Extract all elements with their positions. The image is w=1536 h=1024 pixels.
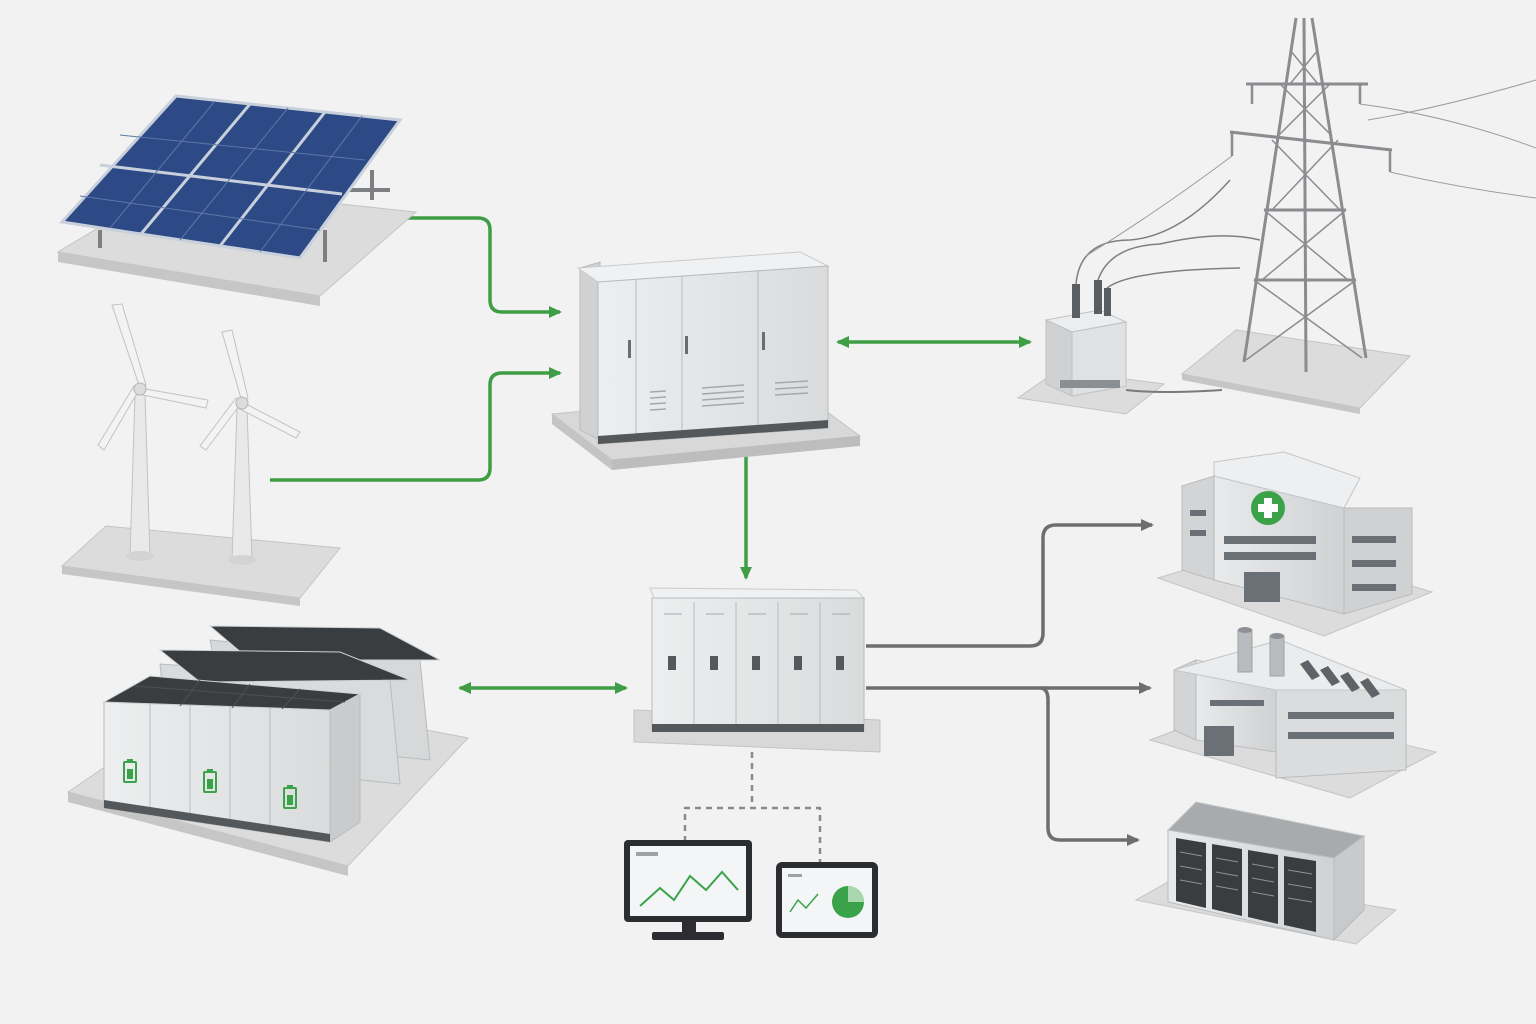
- monitoring-displays: [624, 840, 878, 940]
- wind-turbine-icon: [97, 303, 209, 561]
- transformer-icon: [1044, 179, 1261, 397]
- hospital-building: [1156, 451, 1434, 637]
- monitor-chart-icon: [624, 840, 752, 940]
- solar-array: [56, 94, 418, 306]
- switchgear-cabinet: [633, 587, 881, 753]
- grid-transformer-tower: [1016, 17, 1536, 415]
- wind-turbine-icon: [199, 329, 301, 565]
- edge-switchgear-to-hospital: [866, 519, 1154, 648]
- edge-switchgear-to-datacenter: [1039, 686, 1140, 846]
- data-center: [1134, 801, 1398, 945]
- factory-building: [1148, 627, 1438, 799]
- wind-turbines: [60, 303, 341, 606]
- edge-solar-to-inverter: [395, 216, 562, 318]
- server-rack-icon: [1166, 801, 1366, 942]
- factory-icon: [1173, 627, 1407, 779]
- flow-lines: [270, 216, 1154, 862]
- tablet-chart-icon: [776, 862, 878, 938]
- edge-switchgear-to-monitoring: [683, 752, 822, 862]
- inverter-cabinet: [550, 251, 862, 470]
- battery-storage: [66, 625, 469, 876]
- switchgear-icon: [649, 587, 866, 732]
- electrical-cabinet-icon: [576, 251, 830, 445]
- power-pylon-icon: [1085, 17, 1536, 373]
- hospital-icon: [1181, 451, 1413, 615]
- edge-wind-to-inverter: [270, 367, 562, 482]
- solar-panel-icon: [59, 94, 403, 260]
